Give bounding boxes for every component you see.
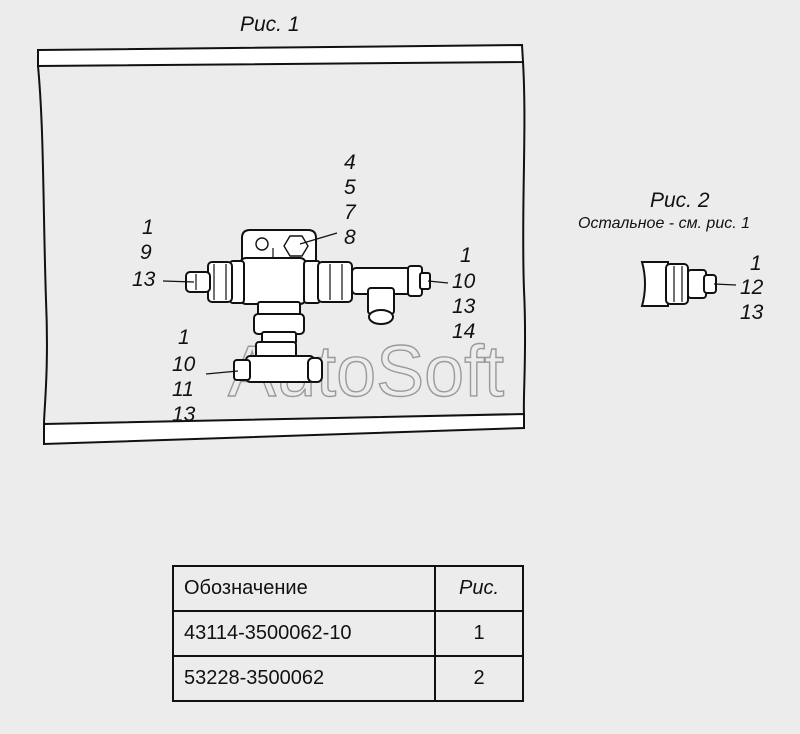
label: 1	[750, 252, 762, 275]
designation-table: Обозначение Рис. 43114-3500062-10 1 5322…	[172, 565, 524, 702]
leader-lines	[162, 232, 449, 375]
label: 1	[178, 326, 190, 349]
header-figure: Рис.	[434, 565, 524, 612]
fig2-caption: Рис. 2	[650, 189, 710, 212]
label: 4	[344, 151, 356, 174]
fitting-assembly	[640, 261, 737, 307]
fig2-note: Остальное - см. рис. 1	[578, 215, 750, 232]
valve-assembly	[185, 229, 431, 383]
label: 10	[452, 270, 476, 293]
fig1-caption: Рис. 1	[240, 13, 300, 36]
label: 7	[344, 201, 357, 224]
label: 1	[142, 216, 154, 239]
label: 1	[460, 244, 472, 267]
figure-cell: 1	[434, 610, 524, 657]
label: 8	[344, 226, 356, 249]
fig1-labels-left: 1 9 13	[132, 216, 156, 291]
label: 11	[172, 378, 194, 401]
label: 10	[172, 353, 196, 376]
label: 13	[452, 295, 476, 318]
fig1-labels-right: 1 10 13 14	[452, 244, 476, 343]
header-designation: Обозначение	[172, 565, 436, 612]
label: 13	[172, 403, 196, 426]
designation-cell: 53228-3500062	[172, 655, 436, 702]
label: 14	[452, 320, 475, 343]
label: 13	[740, 301, 764, 324]
frame-panel	[37, 43, 527, 446]
fig2-labels: 1 12 13	[740, 252, 764, 324]
table-row: 43114-3500062-10 1	[172, 610, 524, 657]
fig1-labels-lower: 1 10 11 13	[172, 326, 196, 426]
designation-cell: 43114-3500062-10	[172, 610, 436, 657]
label: 13	[132, 268, 156, 291]
table-header-row: Обозначение Рис.	[172, 565, 524, 612]
label: 5	[344, 176, 356, 199]
figure-cell: 2	[434, 655, 524, 702]
table-row: 53228-3500062 2	[172, 655, 524, 702]
label: 12	[740, 276, 764, 299]
fig1-labels-top: 4 5 7 8	[344, 151, 357, 249]
label: 9	[140, 241, 152, 264]
